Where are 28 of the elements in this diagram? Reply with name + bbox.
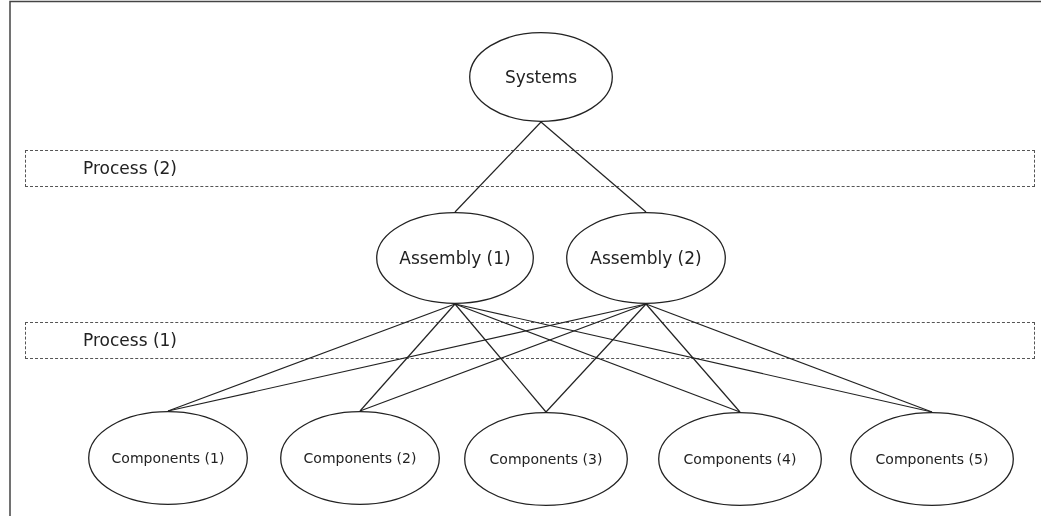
ellipse-node (464, 412, 628, 506)
connector-line (645, 303, 741, 413)
ellipse-node (850, 412, 1014, 506)
node-label: Components (3) (489, 451, 603, 467)
ellipse-node (376, 212, 534, 304)
connector-line (545, 303, 647, 413)
ellipse-node (88, 411, 248, 505)
connector-line (454, 121, 542, 213)
connector-line (540, 121, 647, 213)
node-label: Components (5) (875, 451, 989, 467)
connector-line (167, 303, 456, 412)
node-label: Assembly (1) (399, 248, 511, 268)
node-label: Components (2) (303, 450, 417, 466)
node-label: Systems (504, 67, 578, 87)
connector-line (454, 303, 547, 413)
ellipse-node (658, 412, 822, 506)
ellipse-node (469, 32, 613, 122)
connector-line (359, 303, 647, 412)
connector-line (359, 303, 456, 412)
band-label: Process (2) (83, 158, 177, 178)
connector-line (645, 303, 933, 413)
band-label: Process (1) (83, 330, 177, 350)
connector-line (454, 303, 741, 413)
node-label: Components (4) (683, 451, 797, 467)
ellipse-node (566, 212, 726, 304)
node-label: Assembly (2) (590, 248, 702, 268)
ellipse-node (280, 411, 440, 505)
node-label: Components (1) (111, 450, 225, 466)
